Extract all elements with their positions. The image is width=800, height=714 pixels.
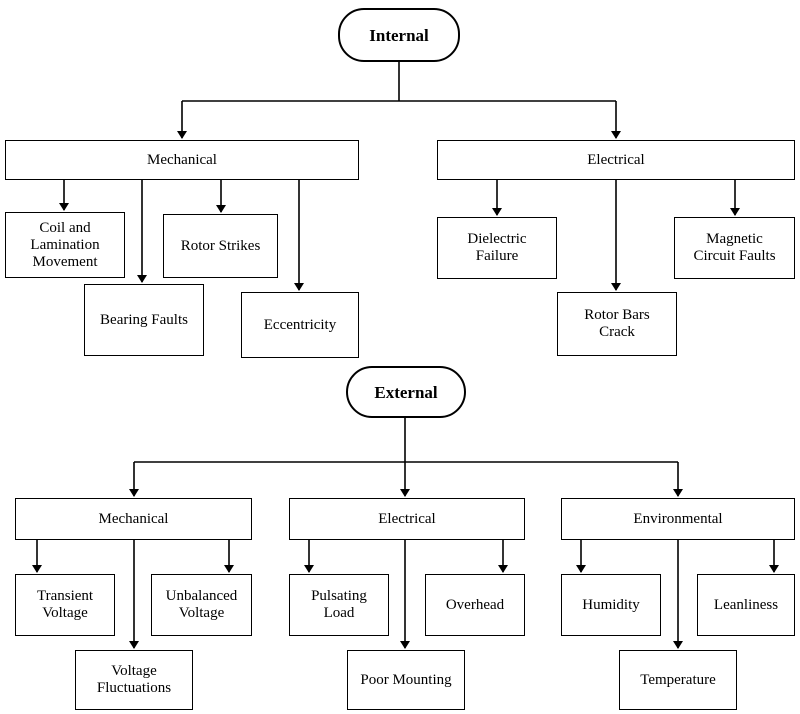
rotor-bars-crack-node: Rotor Bars Crack [557, 292, 677, 356]
overhead-node: Overhead [425, 574, 525, 636]
internal-electrical-node: Electrical [437, 140, 795, 180]
bearing-faults-node: Bearing Faults [84, 284, 204, 356]
external-electrical-node: Electrical [289, 498, 525, 540]
pulsating-load-node: Pulsating Load [289, 574, 389, 636]
external-environmental-node: Environmental [561, 498, 795, 540]
external-root-node: External [346, 366, 466, 418]
temperature-node: Temperature [619, 650, 737, 710]
internal-root-node: Internal [338, 8, 460, 62]
coil-lamination-node: Coil and Lamination Movement [5, 212, 125, 278]
eccentricity-node: Eccentricity [241, 292, 359, 358]
poor-mounting-node: Poor Mounting [347, 650, 465, 710]
magnetic-circuit-faults-node: Magnetic Circuit Faults [674, 217, 795, 279]
voltage-fluctuations-node: Voltage Fluctuations [75, 650, 193, 710]
unbalanced-voltage-node: Unbalanced Voltage [151, 574, 252, 636]
humidity-node: Humidity [561, 574, 661, 636]
rotor-strikes-node: Rotor Strikes [163, 214, 278, 278]
dielectric-failure-node: Dielectric Failure [437, 217, 557, 279]
leanliness-node: Leanliness [697, 574, 795, 636]
transient-voltage-node: Transient Voltage [15, 574, 115, 636]
internal-mechanical-node: Mechanical [5, 140, 359, 180]
external-mechanical-node: Mechanical [15, 498, 252, 540]
